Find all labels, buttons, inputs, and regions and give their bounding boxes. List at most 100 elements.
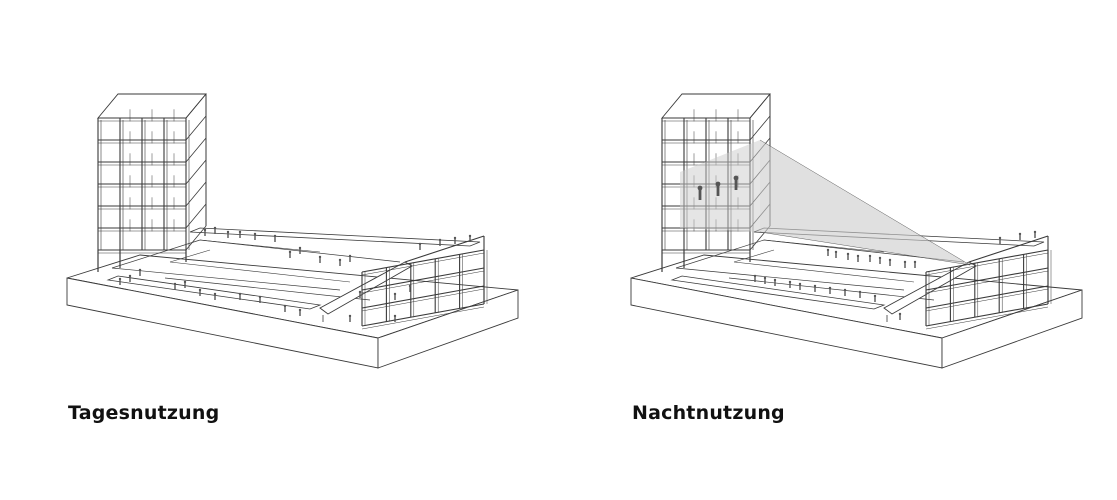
person-head [138, 268, 142, 272]
upper-walkway [190, 228, 480, 246]
tower-side-beam [186, 138, 206, 162]
low-frame-slab [926, 268, 1048, 290]
person-head [358, 290, 362, 294]
tower-side-beam [186, 94, 206, 118]
courtyard-edge [112, 268, 340, 290]
person-head [438, 238, 442, 242]
low-frame-slab-edge [362, 307, 484, 329]
tower-side-frame [130, 94, 206, 250]
person-head [418, 242, 422, 246]
courtyard-inner [170, 250, 210, 262]
person-head [283, 304, 287, 308]
person-head [288, 250, 292, 254]
low-frame-slab-edge [926, 253, 1048, 275]
night-use-axonometric [631, 94, 1082, 368]
projected-figures [697, 175, 739, 200]
person-head [798, 282, 802, 286]
courtyard-edge [165, 278, 370, 300]
person-head [697, 185, 703, 191]
low-frame-slab [926, 286, 1048, 308]
low-frame-slab [362, 286, 484, 308]
person-head [128, 274, 132, 278]
person-head [998, 236, 1002, 240]
person-head [873, 294, 877, 298]
person-head [203, 228, 207, 232]
person-head [903, 260, 907, 264]
podium-base [67, 255, 518, 368]
people-night [753, 230, 1037, 320]
tower-side-beam [186, 160, 206, 184]
lower-walkway [108, 276, 320, 309]
courtyard-edge [676, 240, 764, 268]
low-frame-slab-edge [926, 271, 1048, 293]
courtyard-inner [170, 262, 350, 282]
tower-side-beam [186, 226, 206, 250]
caption-night-use: Nachtnutzung [632, 402, 785, 424]
courtyard-edge [729, 278, 934, 300]
person-head [408, 284, 412, 288]
projection-ray [760, 140, 970, 265]
frame-tower [98, 94, 206, 253]
courtyard-inner [734, 262, 914, 282]
low-frame-slab-edge [926, 289, 1048, 311]
person-head [773, 278, 777, 282]
courtyard-edge [676, 268, 904, 290]
courtyard-outline [112, 240, 400, 300]
low-frame-slab-edge [362, 271, 484, 293]
person-head [213, 292, 217, 296]
low-frame-slab-edge [362, 253, 484, 275]
person-head [733, 175, 739, 181]
person-head [213, 226, 217, 230]
person-head [763, 276, 767, 280]
projection-screen [680, 140, 760, 232]
person-head [453, 236, 457, 240]
walkway-rail [764, 240, 884, 252]
tower-side-beam [750, 94, 770, 118]
tower-side-beam [186, 116, 206, 140]
person-head [348, 254, 352, 258]
projection-ray [760, 232, 970, 265]
low-frame-slab [926, 304, 1048, 326]
low-frame-slab [362, 268, 484, 290]
person-head [198, 288, 202, 292]
low-frame-roof-edge [969, 236, 1048, 262]
courtyard-edge [112, 240, 200, 268]
person-head [868, 254, 872, 258]
person-head [846, 252, 850, 256]
person-head [258, 295, 262, 299]
person-head [273, 234, 277, 238]
low-frame-building [362, 250, 487, 329]
person-head [753, 274, 757, 278]
person-head [843, 288, 847, 292]
caption-day-use: Tagesnutzung [68, 402, 220, 424]
elevated-walkways [108, 228, 480, 309]
person-head [238, 292, 242, 296]
person-head [298, 308, 302, 312]
person-head [338, 258, 342, 262]
person-head [888, 258, 892, 262]
person-head [715, 181, 721, 187]
low-frame-slab-edge [926, 307, 1048, 329]
person-head [173, 282, 177, 286]
people-day [118, 226, 472, 322]
projection-beam [680, 140, 970, 265]
low-frame-slab-edge [362, 289, 484, 311]
person-head [898, 312, 902, 316]
low-frame-slab [362, 304, 484, 326]
courtyard-inner [734, 250, 774, 262]
person-head [393, 292, 397, 296]
person-head [788, 280, 792, 284]
day-use-axonometric [67, 94, 518, 368]
low-frame-building [926, 250, 1051, 329]
person-head [878, 256, 882, 260]
low-frame-slab [926, 250, 1048, 272]
person-head [298, 246, 302, 250]
person-head [913, 260, 917, 264]
person-head [468, 234, 472, 238]
podium-base [631, 255, 1082, 368]
person-head [183, 280, 187, 284]
lower-walkway [672, 276, 884, 309]
person-head [1018, 232, 1022, 236]
person-head [318, 255, 322, 259]
